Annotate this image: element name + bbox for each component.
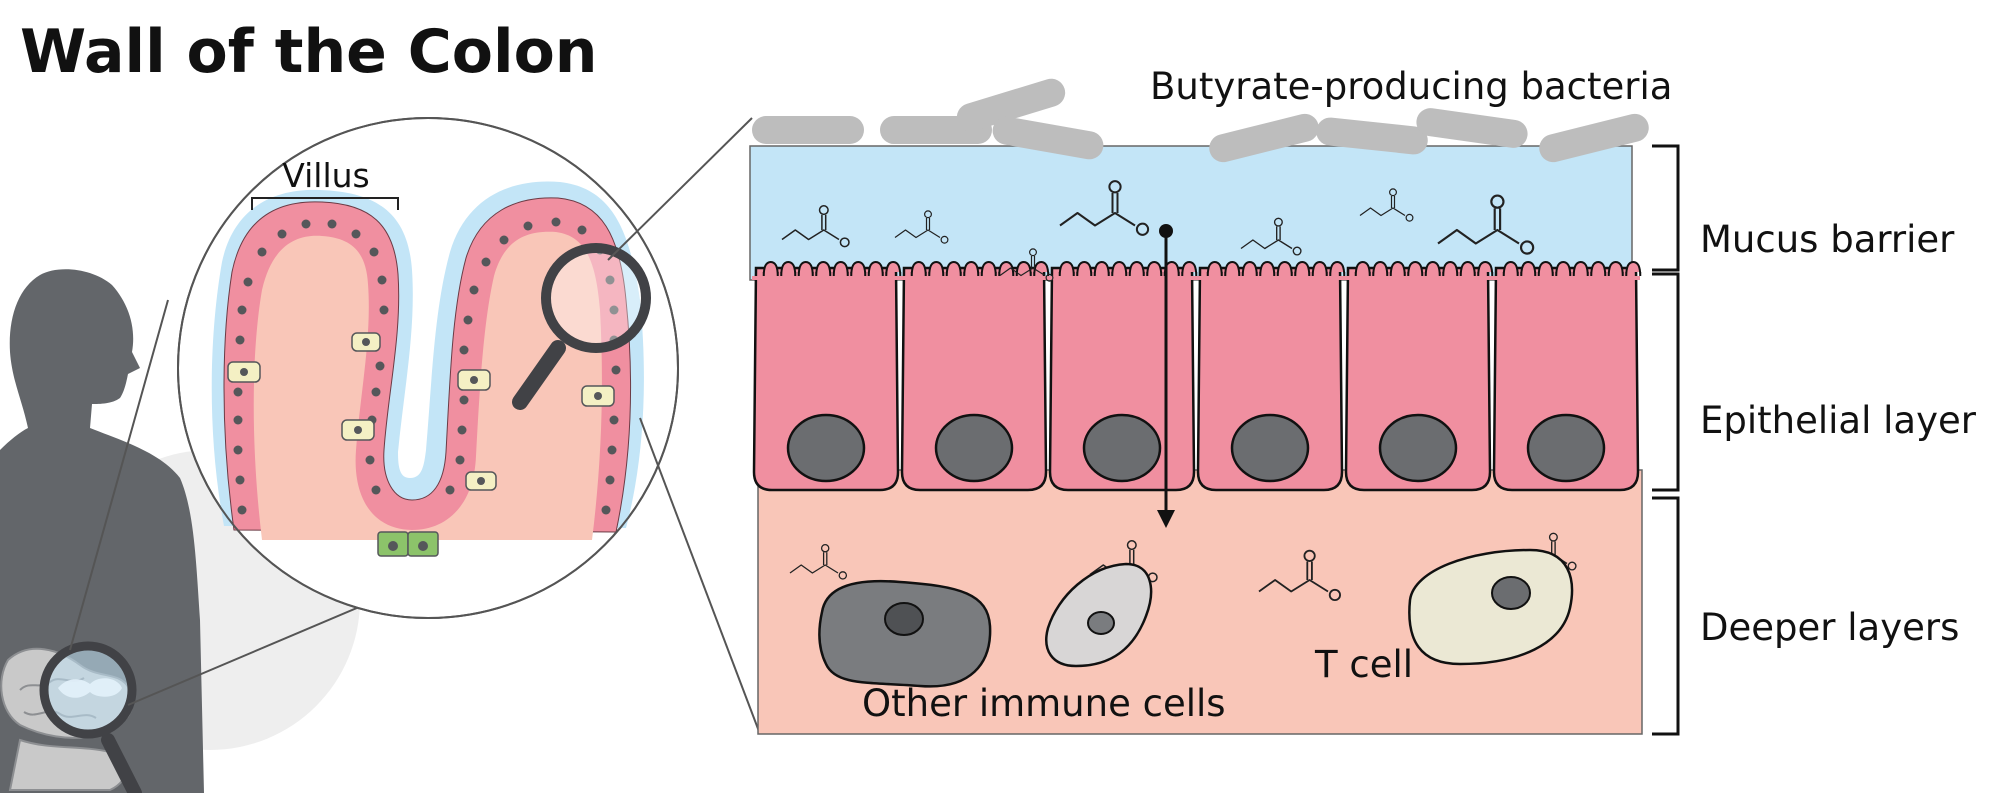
butyrate-molecule-icon (894, 210, 949, 244)
mucus-layer (749, 145, 1633, 281)
butyrate-molecule-icon (789, 543, 848, 580)
butyrate-molecule-icon (1359, 188, 1414, 222)
butyrate-molecule-icon (1240, 217, 1302, 256)
butyrate-molecule-icon (1437, 194, 1535, 255)
epithelial-layer-label: Epithelial layer (1700, 399, 1977, 442)
deeper-layers-label: Deeper layers (1700, 606, 1959, 649)
layer-brackets (1652, 144, 1680, 736)
epithelial-cells (752, 260, 1642, 492)
bacteria-label: Butyrate-producing bacteria (1150, 65, 1672, 108)
immune-cells-label: Other immune cells (862, 682, 1226, 725)
villus-zoom-circle: Villus (177, 117, 679, 619)
bacteria-group (752, 78, 1649, 163)
page-title: Wall of the Colon (20, 17, 598, 87)
butyrate-molecule-icon (781, 205, 850, 248)
magnifier-icon (39, 641, 142, 793)
butyrate-molecule-icon (1258, 549, 1341, 602)
butyrate-molecule-icon (999, 248, 1054, 282)
mucus-barrier-label: Mucus barrier (1700, 218, 1955, 261)
villus-label: Villus (282, 156, 369, 195)
villus-nuclei (233, 217, 621, 515)
t-cell-label: T cell (1314, 643, 1413, 686)
stem-cells (377, 531, 439, 557)
butyrate-molecule-icon (1059, 180, 1150, 236)
immune-cells (818, 548, 1574, 688)
transport-arrow (1157, 224, 1175, 528)
t-cell (1408, 548, 1574, 666)
butyrate-molecules (781, 180, 1577, 602)
magnifier-icon (512, 243, 651, 410)
